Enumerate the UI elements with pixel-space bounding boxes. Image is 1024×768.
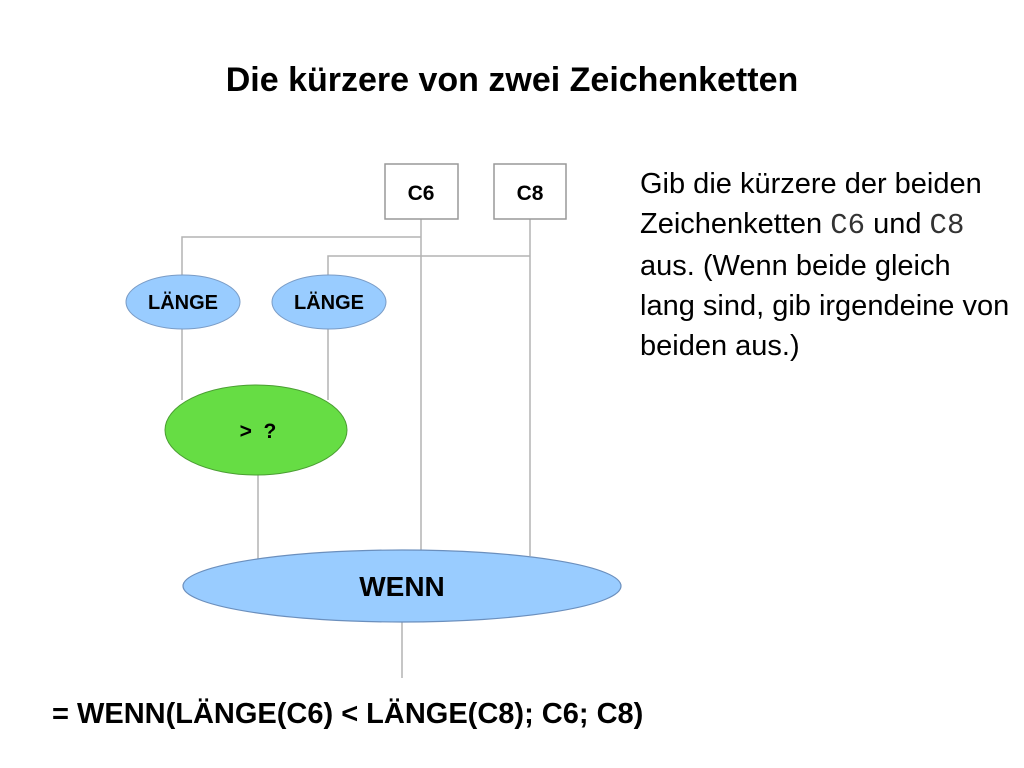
compare-node: > ?: [164, 384, 348, 476]
laenge-node-left-label: LÄNGE: [148, 291, 218, 314]
laenge-node-right: LÄNGE: [271, 274, 387, 330]
cell-node-c8-label: C8: [517, 182, 544, 205]
connector-lines: [181, 219, 531, 678]
description-text-2: und: [865, 208, 930, 240]
laenge-node-left: LÄNGE: [125, 274, 241, 330]
cell-node-c6: C6: [384, 163, 459, 220]
cell-node-c6-label: C6: [408, 182, 435, 205]
description-text-3: aus. (Wenn beide gleich lang sind, gib i…: [640, 250, 1010, 362]
laenge-node-right-label: LÄNGE: [294, 291, 364, 314]
wenn-node-label: WENN: [359, 571, 445, 602]
page-title: Die kürzere von zwei Zeichenketten: [225, 61, 799, 99]
formula-text: = WENN(LÄNGE(C6) < LÄNGE(C8); C6; C8): [52, 698, 644, 730]
wenn-node: WENN: [182, 549, 622, 623]
description-ref-c6: C6: [830, 209, 866, 242]
task-description: Gib die kürzere der beiden Zeichenketten…: [640, 164, 1010, 366]
compare-node-label: > ?: [240, 420, 277, 443]
connector-c6-laenge-left: [181, 236, 421, 284]
description-text-1: Gib die kürzere der beiden Zeichenketten: [640, 168, 982, 240]
cell-node-c8: C8: [493, 163, 567, 220]
description-ref-c8: C8: [929, 209, 965, 242]
